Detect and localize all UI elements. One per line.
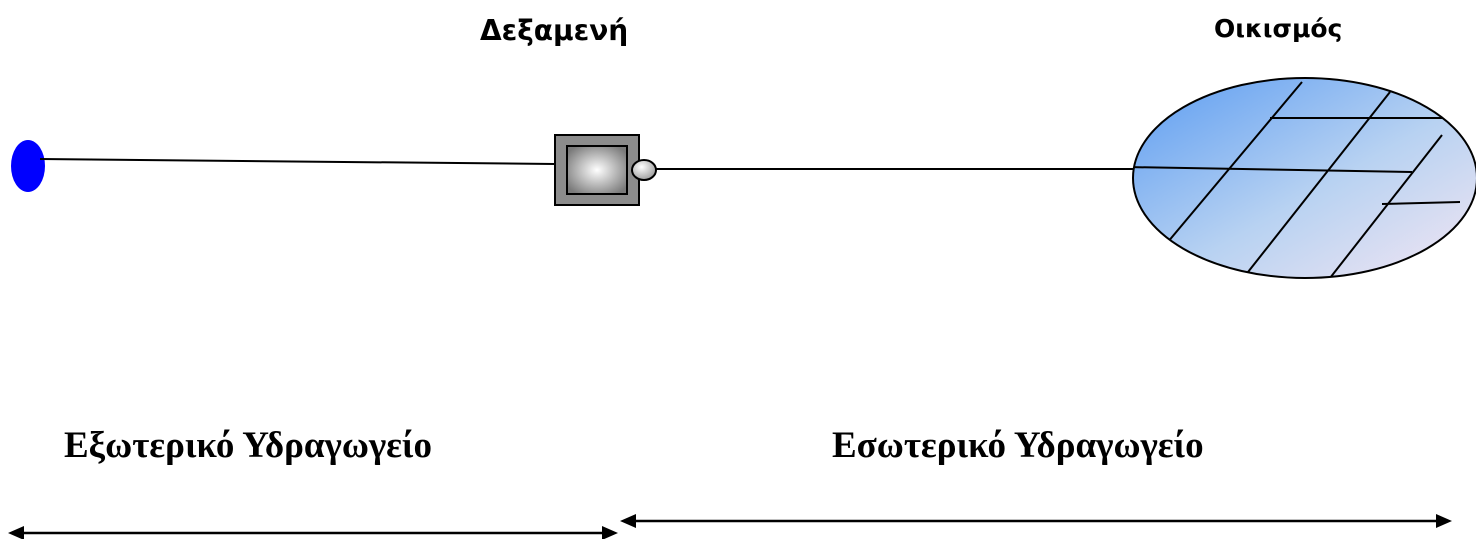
valve-icon — [631, 159, 657, 181]
internal-span-arrow — [620, 514, 1452, 528]
tank-label: Δεξαμενή — [480, 14, 629, 47]
external-aqueduct-label: Εξωτερικό Υδραγωγείο — [64, 425, 432, 466]
internal-aqueduct-label: Εσωτερικό Υδραγωγείο — [832, 425, 1204, 466]
settlement-icon — [1132, 77, 1476, 279]
external-pipe — [39, 158, 556, 165]
water-source-icon — [11, 140, 45, 192]
external-span-arrow — [8, 526, 618, 539]
settlement-label: Οικισμός — [1214, 14, 1343, 43]
tank-icon — [554, 134, 640, 206]
